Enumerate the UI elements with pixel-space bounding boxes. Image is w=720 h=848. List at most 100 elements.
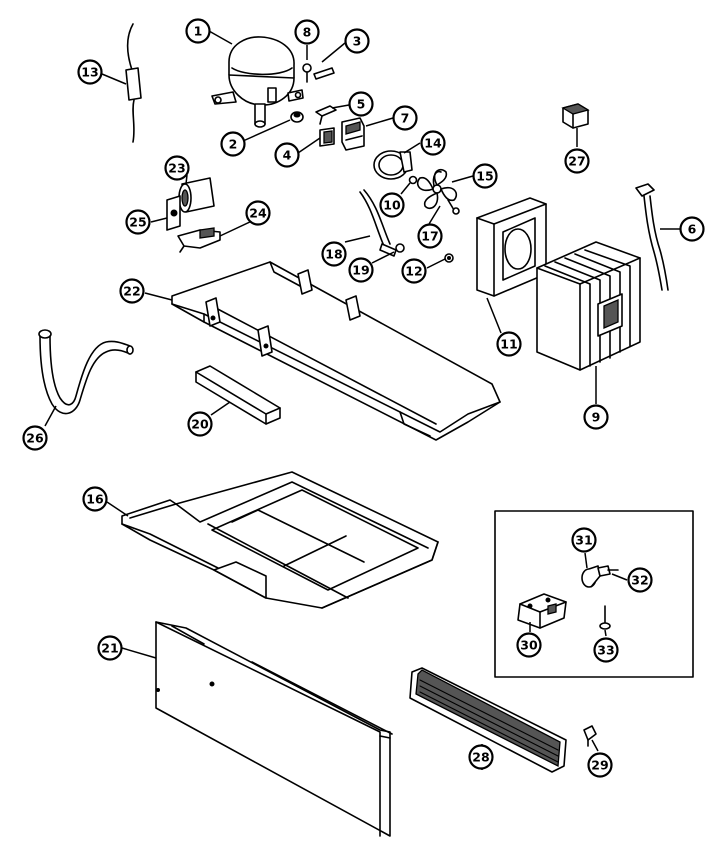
svg-text:26: 26 <box>26 431 44 446</box>
part-5-clip <box>315 105 337 125</box>
svg-text:32: 32 <box>631 573 648 588</box>
callout-4: 4 <box>274 142 300 168</box>
svg-text:25: 25 <box>129 215 146 230</box>
part-8-screw <box>302 63 312 83</box>
callout-29: 29 <box>587 752 613 778</box>
svg-text:11: 11 <box>500 337 517 352</box>
part-25-bracket <box>166 195 181 231</box>
part-1-compressor <box>211 36 304 128</box>
callout-27: 27 <box>564 148 590 174</box>
part-22-base-pan <box>171 261 501 441</box>
callout-2: 2 <box>220 131 246 157</box>
svg-text:13: 13 <box>81 65 98 80</box>
svg-text:20: 20 <box>191 417 209 432</box>
callout-14: 14 <box>420 130 446 156</box>
svg-text:22: 22 <box>123 284 140 299</box>
svg-text:10: 10 <box>383 198 401 213</box>
part-30-control <box>517 593 567 629</box>
part-6-tube <box>635 183 669 291</box>
svg-text:23: 23 <box>168 161 185 176</box>
svg-text:1: 1 <box>194 24 203 39</box>
callout-33: 33 <box>593 637 619 663</box>
svg-text:7: 7 <box>401 111 410 126</box>
svg-text:15: 15 <box>476 169 493 184</box>
svg-text:3: 3 <box>353 34 362 49</box>
svg-text:4: 4 <box>283 148 292 163</box>
part-2-grommet <box>290 111 304 123</box>
callout-26: 26 <box>22 425 48 451</box>
callout-22: 22 <box>119 278 145 304</box>
callout-8: 8 <box>294 19 320 45</box>
callout-30: 30 <box>516 632 542 658</box>
svg-text:28: 28 <box>472 750 489 765</box>
part-32-screw <box>597 565 619 577</box>
part-28-grille <box>409 667 567 773</box>
part-20-channel <box>195 365 281 425</box>
svg-text:24: 24 <box>249 206 267 221</box>
part-26-drain-hose <box>38 329 134 415</box>
svg-text:8: 8 <box>303 25 312 40</box>
svg-text:18: 18 <box>325 247 342 262</box>
callout-17: 17 <box>417 223 443 249</box>
svg-text:31: 31 <box>575 533 592 548</box>
callout-13: 13 <box>77 59 103 85</box>
callout-31: 31 <box>571 527 597 553</box>
part-4-overload <box>319 127 335 147</box>
callout-10: 10 <box>379 192 405 218</box>
callout-21: 21 <box>97 635 123 661</box>
svg-text:27: 27 <box>568 154 585 169</box>
part-16-drain-pan <box>121 471 439 609</box>
callout-5: 5 <box>348 91 374 117</box>
part-13-drier <box>125 23 142 143</box>
svg-text:6: 6 <box>688 222 697 237</box>
callout-1: 1 <box>185 18 211 44</box>
part-9-condenser <box>536 241 641 371</box>
callout-3: 3 <box>344 28 370 54</box>
callout-23: 23 <box>164 155 190 181</box>
part-19-nut <box>395 243 405 253</box>
callout-20: 20 <box>187 411 213 437</box>
part-3-pin <box>313 67 335 80</box>
svg-text:30: 30 <box>520 638 538 653</box>
part-24-terminal <box>177 227 221 253</box>
part-27-switch <box>561 103 590 129</box>
callout-11: 11 <box>496 331 522 357</box>
svg-text:5: 5 <box>357 97 366 112</box>
svg-text:19: 19 <box>352 263 369 278</box>
callout-19: 19 <box>348 257 374 283</box>
svg-text:21: 21 <box>101 641 118 656</box>
callout-9: 9 <box>583 404 609 430</box>
callout-25: 25 <box>125 209 151 235</box>
svg-text:12: 12 <box>405 264 422 279</box>
svg-text:33: 33 <box>597 643 614 658</box>
callout-6: 6 <box>679 216 705 242</box>
callout-16: 16 <box>82 486 108 512</box>
part-7-relay <box>341 117 365 151</box>
callout-28: 28 <box>468 744 494 770</box>
svg-text:29: 29 <box>591 758 608 773</box>
part-23-capacitor <box>178 177 215 213</box>
callout-32: 32 <box>627 567 653 593</box>
part-21-front-panel <box>155 621 393 837</box>
part-15-fan-blade <box>416 168 460 215</box>
part-33-screw <box>599 605 611 630</box>
part-10-nut <box>408 175 418 185</box>
svg-text:17: 17 <box>421 229 438 244</box>
svg-text:2: 2 <box>229 137 238 152</box>
part-18-bracket <box>359 189 397 257</box>
part-14-fan-motor <box>373 150 413 180</box>
part-12-nut <box>444 253 454 263</box>
inset-detail-box <box>494 510 694 678</box>
callout-24: 24 <box>245 200 271 226</box>
part-31-knob <box>581 565 601 588</box>
svg-text:9: 9 <box>592 410 601 425</box>
part-11-fan-shroud <box>476 197 547 297</box>
svg-text:14: 14 <box>424 136 442 151</box>
callout-18: 18 <box>321 241 347 267</box>
callout-7: 7 <box>392 105 418 131</box>
callout-12: 12 <box>401 258 427 284</box>
svg-text:16: 16 <box>86 492 104 507</box>
part-29-clip <box>583 725 597 747</box>
